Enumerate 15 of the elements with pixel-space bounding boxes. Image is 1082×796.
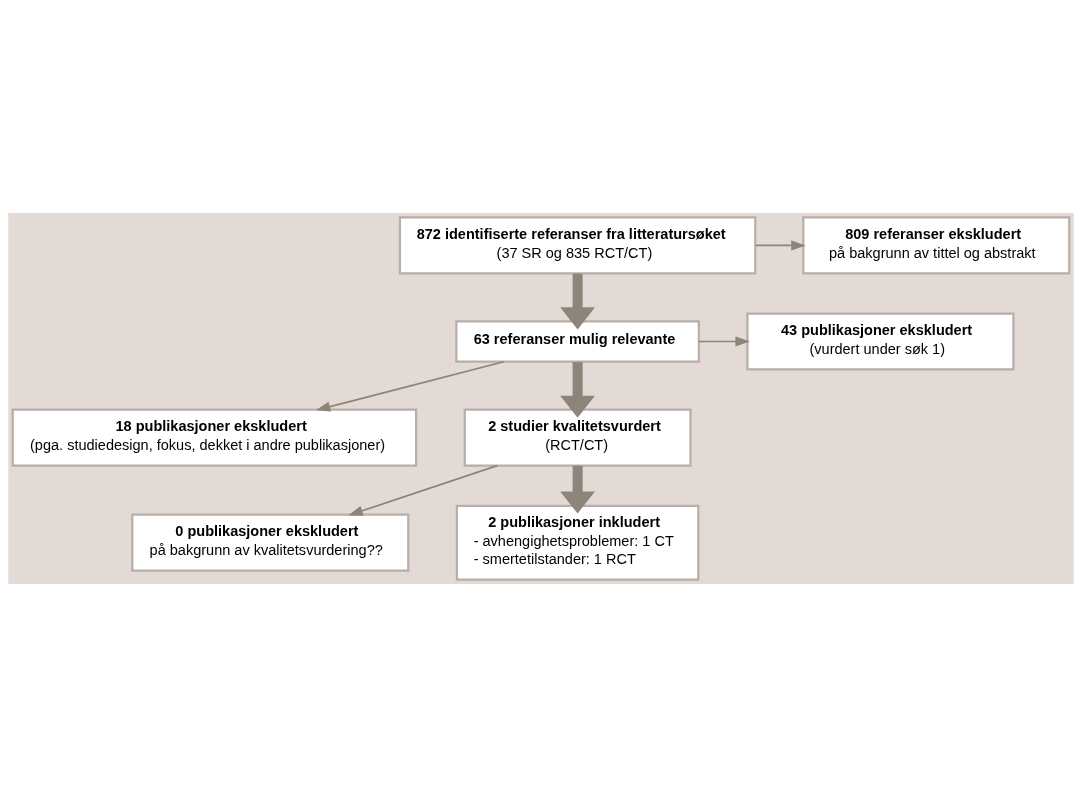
node-box: 809 referanser ekskludert på bakgrunn av tittel og abstrakt [802,215,1071,274]
node-box: 63 referanser mulig relevante [455,319,700,363]
arrow [560,361,595,418]
node-box: 0 publikasjoner ekskludert på bakgrunn av kvalitetsvurdering?? [131,513,410,572]
node-box: 872 identifiserte referanser fra litteratursøket (37 SR og 835 RCT/CT) [398,215,757,274]
node-box: 2 publikasjoner inkludert - avhengighetsproblemer: 1 CT - smertetilstander: 1 RCT [455,504,700,581]
node-box: 18 publikasjoner ekskludert (pga. studiedesign, fokus, dekket i andre publikasjoner) [11,408,418,467]
arrow [754,239,806,250]
arrow [315,360,505,412]
arrow [698,335,750,347]
node-box: 2 studier kvalitetsvurdert (RCT/CT) [463,408,692,467]
node-box: 43 publikasjoner ekskludert (vurdert under søk 1) [746,311,1015,371]
arrow [560,465,595,514]
arrow [560,273,595,329]
arrow [348,464,499,516]
